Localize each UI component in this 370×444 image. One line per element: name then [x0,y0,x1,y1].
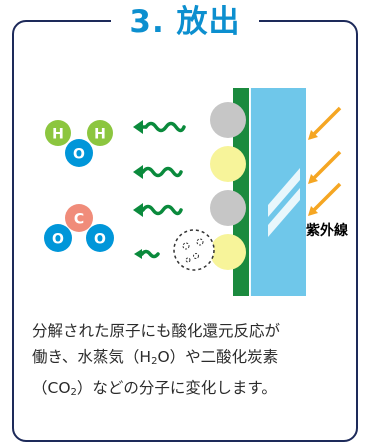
uv-arrows [308,106,342,216]
fragment-dot [182,242,190,250]
atom-label-h2: H [94,127,106,143]
particle-gray [210,190,246,226]
wave-arrow-4 [134,249,160,259]
hydrogen-atom [87,120,113,146]
atom-label-c: C [74,212,84,228]
description-line-1: 分解された原子にも酸化還元反応が [32,322,281,340]
hydrogen-atom [45,120,71,146]
carbon-atom [65,204,93,232]
oxygen-atom [44,224,72,252]
fragment-dot [193,253,199,259]
uv-label: 紫外線 [306,223,348,239]
co2-molecule: C O O [44,204,114,252]
wave-arrow-3 [133,203,183,217]
water-molecule: H H O [45,120,113,167]
fragment-circle [173,229,215,271]
particle-yellow [210,146,246,182]
description: 分解された原子にも酸化還元反応が 働き、水蒸気（H2O）や二酸化炭素 （CO2）… [32,318,350,406]
description-line-2: 働き、水蒸気（H2O）や二酸化炭素 [32,348,279,367]
glass-shine-1 [268,168,300,217]
wave-arrow-2 [133,165,183,179]
fragment-dot [185,257,191,263]
particle-yellow [210,234,246,270]
atom-label-o: O [73,147,85,163]
glass-shine-2 [268,188,300,237]
oxygen-atom [65,139,93,167]
wave-arrow-1 [133,120,186,134]
atom-label-o1: O [52,232,64,248]
atom-label-h1: H [52,127,64,143]
atom-label-o2: O [94,232,106,248]
fragment-dot [196,238,204,246]
description-line-3: （CO2）などの分子に変化します。 [32,379,277,398]
title-banner: 3. 放出 [0,0,370,44]
page-title: 3. 放出 [111,0,259,44]
oxygen-atom [86,224,114,252]
particle-gray [210,102,246,138]
